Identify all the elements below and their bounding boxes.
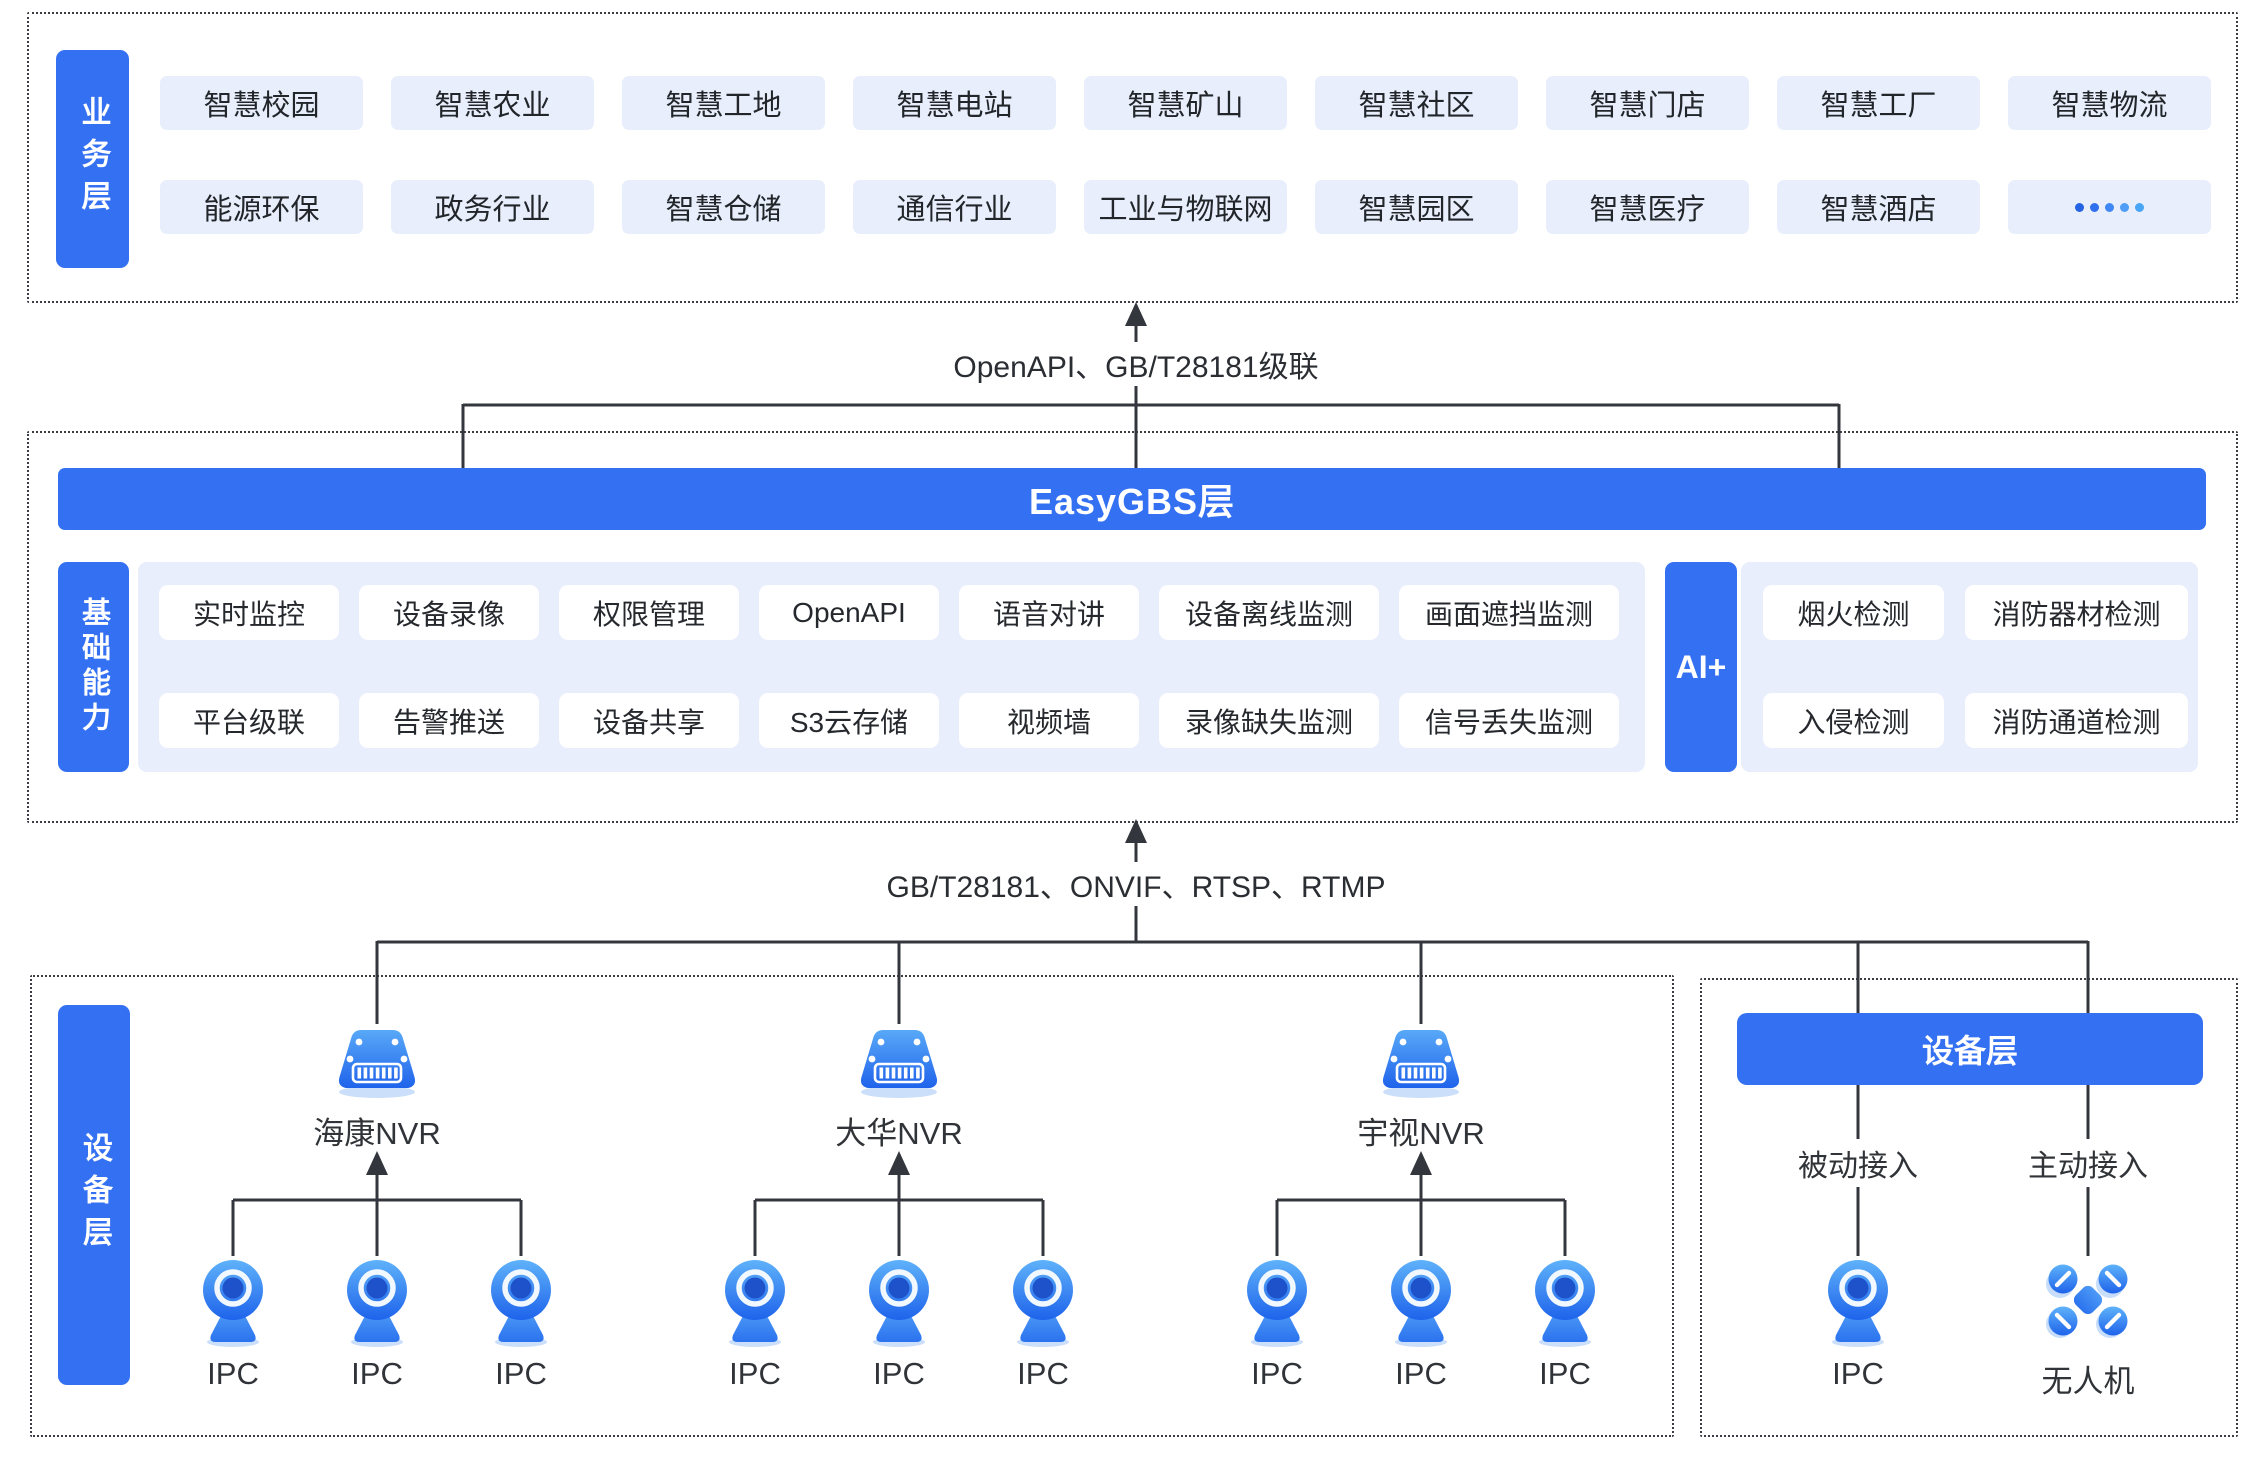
top-protocol-label: OpenAPI、GB/T28181级联	[937, 342, 1335, 386]
business-chip: 智慧电站	[853, 76, 1056, 130]
drone-label: 无人机	[2041, 1364, 2135, 1399]
capability-chip: 语音对讲	[959, 585, 1139, 640]
more-industries-chip	[2008, 180, 2211, 234]
business-chip-row-2: 能源环保 政务行业 智慧仓储 通信行业 工业与物联网 智慧园区 智慧医疗 智慧酒…	[160, 180, 2211, 234]
ipc-label: IPC	[495, 1356, 547, 1391]
business-chip: 政务行业	[391, 180, 594, 234]
ipc-label: IPC	[1017, 1356, 1069, 1391]
ai-chip: 消防器材检测	[1965, 585, 2188, 640]
capability-row-2: 平台级联 告警推送 设备共享 S3云存储 视频墙 录像缺失监测 信号丢失监测	[159, 693, 1619, 748]
capability-chip: 信号丢失监测	[1399, 693, 1619, 748]
business-chip: 智慧校园	[160, 76, 363, 130]
ipc-label: IPC	[1251, 1356, 1303, 1391]
capability-chip: 画面遮挡监测	[1399, 585, 1619, 640]
business-chip: 智慧工地	[622, 76, 825, 130]
ipc-label: IPC	[1539, 1356, 1591, 1391]
ipc-label: IPC	[1832, 1356, 1884, 1391]
business-layer-label: 业务层	[56, 50, 129, 268]
capability-chip: 视频墙	[959, 693, 1139, 748]
ai-chip: 消防通道检测	[1965, 693, 2188, 748]
business-chip: 智慧仓储	[622, 180, 825, 234]
up-arrowhead	[1125, 302, 1147, 326]
business-chip: 智慧农业	[391, 76, 594, 130]
ipc-label: IPC	[351, 1356, 403, 1391]
nvr-name: 宇视NVR	[1357, 1116, 1485, 1151]
business-chip: 智慧物流	[2008, 76, 2211, 130]
capability-chip: 设备录像	[359, 585, 539, 640]
business-chip: 智慧矿山	[1084, 76, 1287, 130]
capability-chip: 录像缺失监测	[1159, 693, 1379, 748]
capability-chip: 设备共享	[559, 693, 739, 748]
capability-label: 基础能力	[58, 562, 129, 772]
easygbs-banner: EasyGBS层	[58, 468, 2206, 530]
ipc-label: IPC	[729, 1356, 781, 1391]
passive-access-label: 被动接入	[1788, 1139, 1928, 1187]
ipc-label: IPC	[207, 1356, 259, 1391]
business-layer-box	[27, 12, 2238, 303]
capability-chip: 权限管理	[559, 585, 739, 640]
device-layer-label: 设备层	[58, 1005, 130, 1385]
business-chip: 能源环保	[160, 180, 363, 234]
capability-chip: 平台级联	[159, 693, 339, 748]
capability-chip: 设备离线监测	[1159, 585, 1379, 640]
business-chip: 智慧医疗	[1546, 180, 1749, 234]
bottom-protocol-label: GB/T28181、ONVIF、RTSP、RTMP	[870, 862, 1402, 906]
business-chip: 智慧门店	[1546, 76, 1749, 130]
device-access-banner: 设备层	[1737, 1013, 2203, 1085]
active-access-label: 主动接入	[2018, 1139, 2158, 1187]
capability-row-1: 实时监控 设备录像 权限管理 OpenAPI 语音对讲 设备离线监测 画面遮挡监…	[159, 585, 1619, 640]
ai-chip: 入侵检测	[1763, 693, 1944, 748]
capability-chip: 告警推送	[359, 693, 539, 748]
capability-chip: OpenAPI	[759, 585, 939, 640]
ai-row-2: 入侵检测 消防通道检测	[1763, 693, 2188, 748]
business-chip: 智慧工厂	[1777, 76, 1980, 130]
business-chip-row-1: 智慧校园 智慧农业 智慧工地 智慧电站 智慧矿山 智慧社区 智慧门店 智慧工厂 …	[160, 76, 2211, 130]
ipc-label: IPC	[873, 1356, 925, 1391]
capability-chip: S3云存储	[759, 693, 939, 748]
business-chip: 智慧园区	[1315, 180, 1518, 234]
business-chip: 通信行业	[853, 180, 1056, 234]
ai-row-1: 烟火检测 消防器材检测	[1763, 585, 2188, 640]
business-chip: 智慧酒店	[1777, 180, 1980, 234]
nvr-name: 海康NVR	[313, 1116, 441, 1151]
ai-chip: 烟火检测	[1763, 585, 1944, 640]
ai-plus-label: AI+	[1665, 562, 1737, 772]
business-chip: 工业与物联网	[1084, 180, 1287, 234]
capability-chip: 实时监控	[159, 585, 339, 640]
nvr-name: 大华NVR	[835, 1116, 963, 1151]
ipc-label: IPC	[1395, 1356, 1447, 1391]
business-chip: 智慧社区	[1315, 76, 1518, 130]
